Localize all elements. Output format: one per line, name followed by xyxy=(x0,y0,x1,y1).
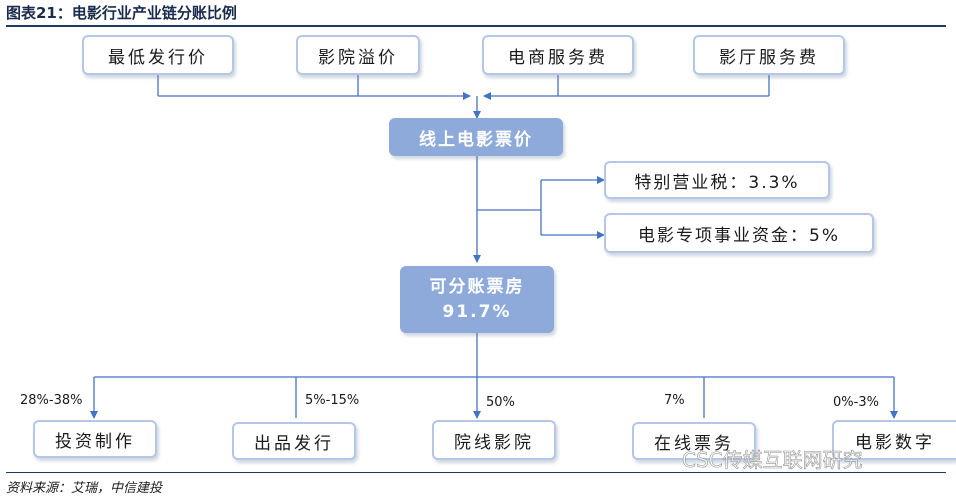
node-online-ticket-price: 线上电影票价 xyxy=(389,118,563,156)
share-investment: 28%-38% xyxy=(20,393,83,408)
node-hall-service-fee: 影厅服务费 xyxy=(693,35,845,75)
node-digital-film: 电影数字 xyxy=(832,420,956,460)
node-special-business-tax: 特别营业税：3.3% xyxy=(604,161,830,199)
box-office-share: 91.7% xyxy=(442,301,512,322)
node-cinema-premium: 影院溢价 xyxy=(296,35,420,75)
node-cinema-chain: 院线影院 xyxy=(432,420,556,460)
source-divider xyxy=(6,472,946,473)
box-office-label: 可分账票房 xyxy=(429,276,525,297)
share-online-ticketing: 7% xyxy=(664,393,685,408)
node-online-ticketing: 在线票务 xyxy=(632,422,756,460)
watermark: CSC传媒互联网研究 xyxy=(682,448,863,473)
node-distributable-box-office: 可分账票房 91.7% xyxy=(400,266,554,333)
share-digital: 0%-3% xyxy=(833,395,879,410)
node-min-distribution-price: 最低发行价 xyxy=(82,35,234,75)
share-distribution: 5%-15% xyxy=(305,393,360,408)
node-film-fund: 电影专项事业资金：5% xyxy=(604,213,874,253)
node-production-distribution: 出品发行 xyxy=(232,422,356,460)
share-cinema: 50% xyxy=(486,395,515,410)
figure-title: 图表21：电影行业产业链分账比例 xyxy=(6,4,237,22)
title-divider xyxy=(6,25,946,27)
source-note: 资料来源：艾瑞，中信建投 xyxy=(6,481,163,496)
node-ecommerce-fee: 电商服务费 xyxy=(482,35,634,75)
node-investment-production: 投资制作 xyxy=(33,420,157,458)
